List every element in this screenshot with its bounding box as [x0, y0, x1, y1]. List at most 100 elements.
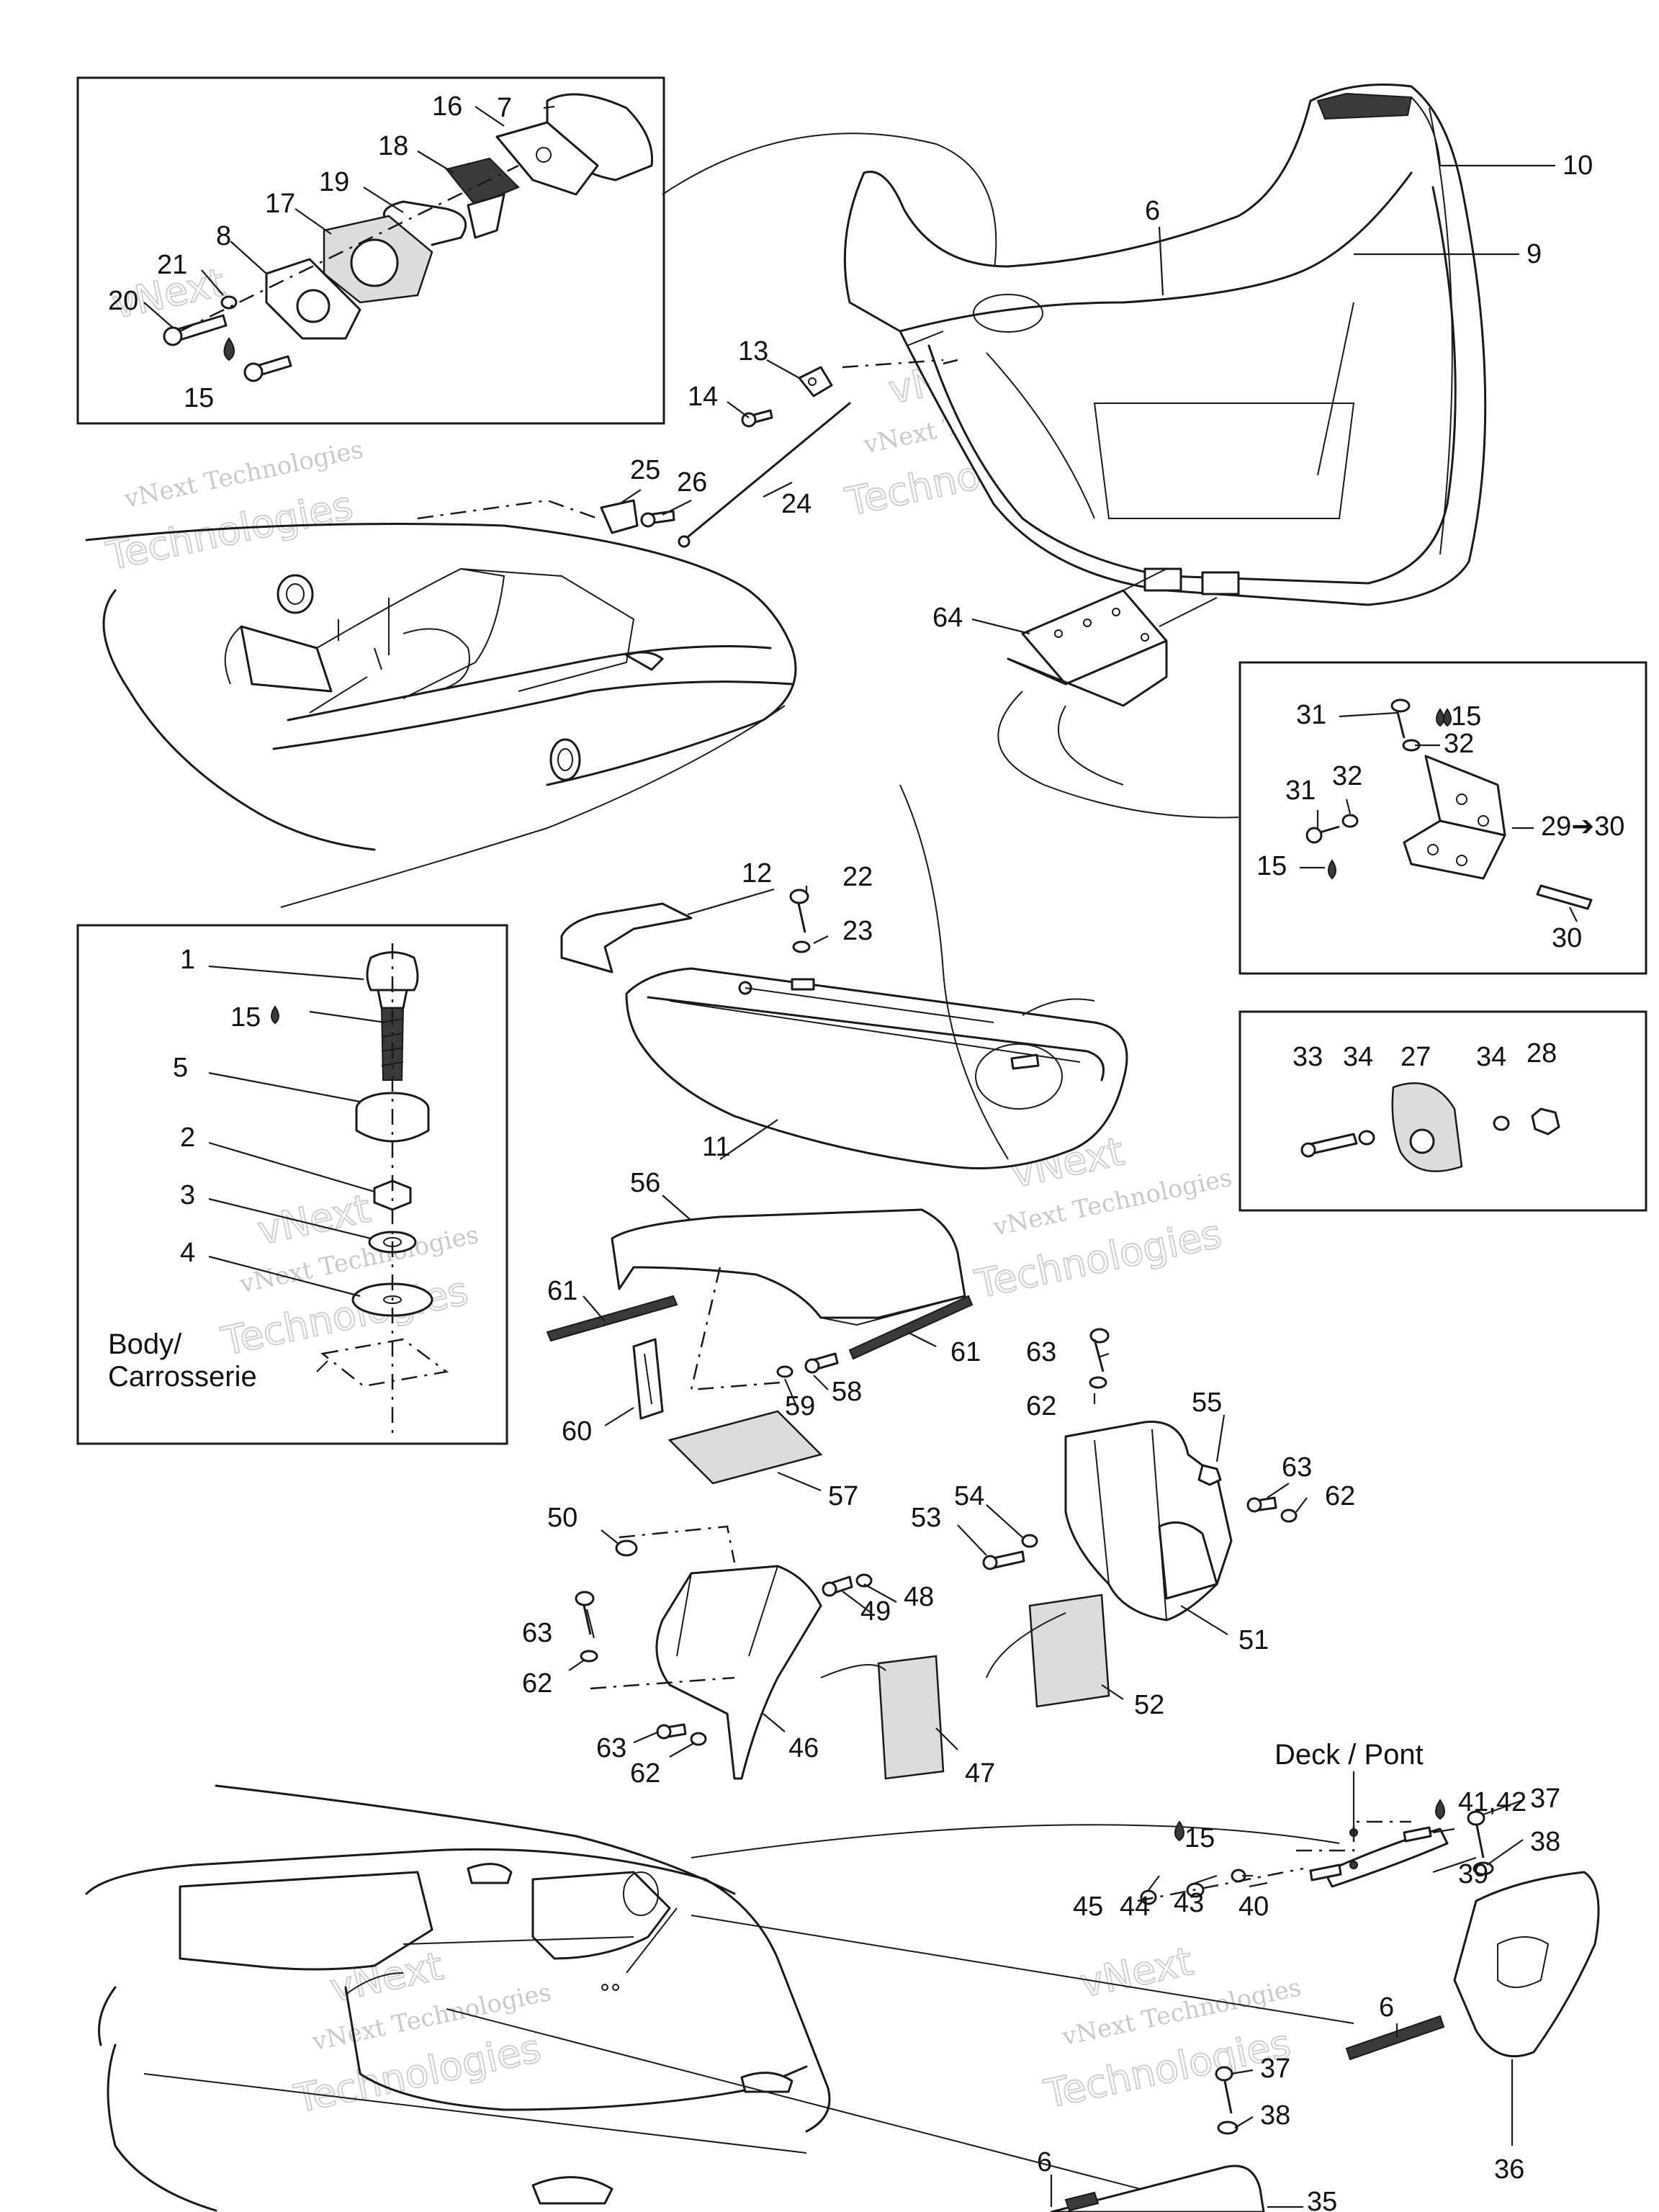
callout-40: 40 [1238, 1892, 1269, 1922]
callout-36: 36 [1494, 2154, 1524, 2185]
callout-30: 30 [1552, 923, 1582, 953]
callout-38: 38 [1530, 1827, 1560, 1857]
callout-21: 21 [157, 250, 187, 280]
strip-6 [1345, 2015, 1445, 2061]
callout-6: 6 [1037, 2147, 1052, 2177]
liquid-drop-icon [1436, 708, 1444, 727]
callout-34: 34 [1343, 1042, 1373, 1072]
callout-35: 35 [1307, 2187, 1337, 2212]
body-label-fr: Carrosserie [108, 1361, 257, 1393]
callout-26: 26 [677, 467, 707, 498]
watermark-vnext: vNext [326, 1943, 446, 2011]
side-molding-36 [1453, 1810, 1600, 2058]
callout-13: 13 [738, 336, 768, 367]
callout-15: 15 [1256, 851, 1287, 881]
callout-32: 32 [1444, 729, 1474, 759]
callout-27: 27 [1401, 1042, 1431, 1072]
callout-11: 11 [702, 1132, 730, 1162]
bumper-detail-box [76, 924, 508, 1445]
callout-37: 37 [1530, 1784, 1560, 1814]
callout-38: 38 [1260, 2100, 1290, 2131]
liquid-drop-icon [223, 337, 235, 361]
callout-1: 1 [180, 945, 195, 975]
connector-curve [662, 132, 997, 274]
storage-lid [843, 84, 1487, 606]
callout-22: 22 [842, 862, 873, 892]
callout-9: 9 [1527, 239, 1542, 269]
leader-lines [143, 105, 1578, 2208]
callout-50: 50 [547, 1503, 577, 1533]
callout-62: 62 [522, 1668, 552, 1699]
callout-45: 45 [1073, 1892, 1103, 1922]
callout-60: 60 [562, 1416, 592, 1447]
callout-19: 19 [319, 167, 349, 197]
callout-39: 39 [1458, 1859, 1488, 1889]
callout-63: 63 [596, 1733, 626, 1763]
callout-63: 63 [1026, 1337, 1056, 1367]
arrow-curve [691, 1824, 1340, 1858]
callout-15: 15 [184, 383, 214, 413]
callout-41-42: 41,42 [1458, 1787, 1527, 1817]
callout-6: 6 [1145, 196, 1160, 226]
callout-6: 6 [1379, 1992, 1394, 2023]
callouts: 16 7 18 19 17 8 21 20 15 10 6 9 13 14 25… [108, 91, 1624, 2212]
callout-52: 52 [1134, 1690, 1164, 1720]
callout-64: 64 [932, 603, 963, 633]
callout-31: 31 [1285, 775, 1316, 806]
gas-strut-assembly [600, 366, 851, 548]
callout-17: 17 [265, 189, 295, 219]
callout-33: 33 [1292, 1042, 1323, 1072]
hinge-bracket [1305, 698, 1593, 910]
body-label: Body/ [108, 1328, 182, 1360]
callout-29-30: 29➔30 [1541, 811, 1624, 842]
callout-47: 47 [965, 1758, 995, 1789]
callout-24: 24 [781, 489, 811, 519]
grab-handle-assembly [1137, 1799, 1449, 1905]
bumper-assembly [320, 943, 449, 1433]
callout-15: 15 [1451, 701, 1481, 732]
callout-10: 10 [1563, 150, 1593, 181]
callout-59: 59 [785, 1391, 815, 1421]
callout-31: 31 [1296, 700, 1326, 730]
callout-4: 4 [180, 1238, 195, 1268]
callout-53: 53 [911, 1503, 941, 1533]
callout-8: 8 [216, 221, 231, 251]
callout-15: 15 [230, 1002, 261, 1033]
latch-assembly [163, 93, 654, 382]
callout-7: 7 [497, 93, 512, 123]
latch-detail-box [76, 76, 665, 425]
callout-37: 37 [1260, 2054, 1290, 2084]
callout-63: 63 [1282, 1452, 1312, 1483]
callout-14: 14 [688, 382, 718, 412]
storage-tray [560, 784, 1128, 1169]
callout-43: 43 [1174, 1888, 1204, 1918]
callout-46: 46 [788, 1733, 819, 1763]
hinge-detail-box [1238, 661, 1647, 975]
callout-49: 49 [860, 1596, 891, 1627]
callout-58: 58 [832, 1377, 862, 1407]
callout-62: 62 [630, 1758, 660, 1789]
deflector-46 [575, 1525, 945, 1780]
callout-20: 20 [108, 286, 138, 316]
watermark-vnext: vNext [1076, 1938, 1197, 2006]
callout-55: 55 [1192, 1388, 1222, 1418]
callout-48: 48 [904, 1582, 934, 1612]
callout-15: 15 [1184, 1823, 1215, 1853]
liquid-drop-icon [271, 1005, 279, 1025]
callout-12: 12 [742, 858, 772, 889]
deflector-56 [546, 1208, 974, 1485]
callout-51: 51 [1238, 1625, 1269, 1655]
callout-23: 23 [842, 916, 873, 946]
callout-54: 54 [954, 1481, 984, 1511]
callout-44: 44 [1120, 1892, 1150, 1922]
dash-line [417, 499, 598, 520]
callout-2: 2 [180, 1123, 195, 1153]
callout-57: 57 [828, 1481, 858, 1511]
deck-label: Deck / Pont [1274, 1739, 1424, 1771]
callout-5: 5 [173, 1053, 188, 1083]
watermark-vnext: vNext [253, 1186, 374, 1254]
callout-3: 3 [180, 1180, 195, 1210]
arrow-curve [997, 691, 1239, 819]
callout-61: 61 [547, 1276, 577, 1306]
